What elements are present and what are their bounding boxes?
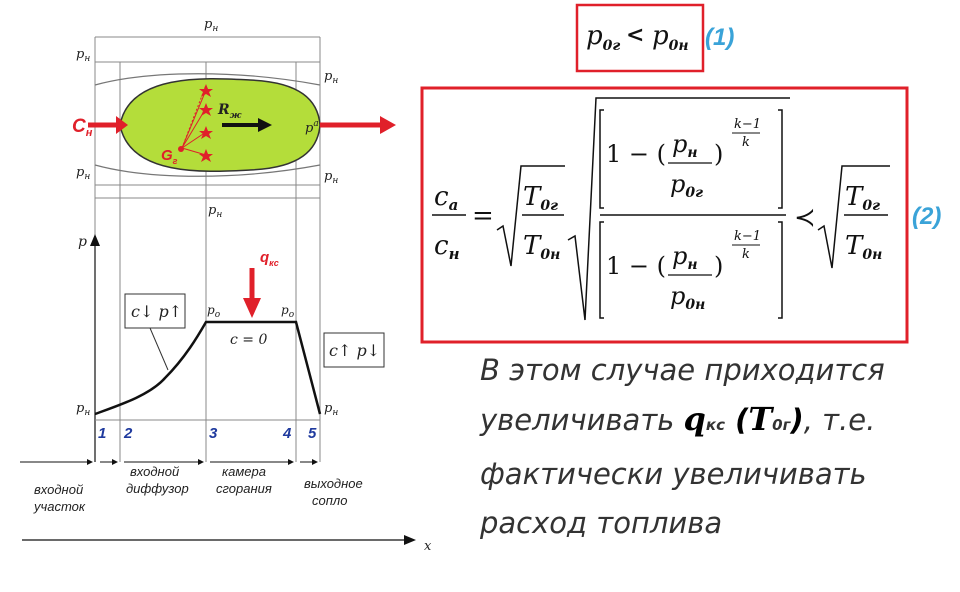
engine-schematic: pн pн pн pн pн pн Cн Rж Gг pa	[72, 17, 396, 462]
svg-text:1 − (: 1 − (	[606, 252, 666, 280]
ref-1: (1)	[705, 24, 734, 51]
section-5: 5	[308, 425, 317, 442]
section-2: 2	[123, 425, 133, 442]
caption: В этом случае приходится увеличивать qкс…	[480, 346, 950, 548]
p-axis-label: p	[78, 234, 87, 250]
svg-text:): )	[714, 252, 723, 280]
svg-text:pн: pн	[76, 165, 90, 182]
svg-text:≺: ≺	[794, 203, 816, 233]
svg-text:k: k	[742, 135, 750, 150]
name-chamber-1: камера	[222, 464, 266, 479]
label-g: Gг	[161, 147, 178, 166]
svg-text:p0г: p0г	[670, 170, 703, 201]
svg-text:T0г: T0г	[845, 182, 880, 214]
section-4: 4	[282, 425, 292, 442]
svg-text:k−1: k−1	[734, 117, 761, 132]
pressure-curve	[94, 320, 322, 416]
name-diffuser-2: диффузор	[126, 481, 189, 496]
svg-text:T0г: T0г	[523, 182, 558, 214]
svg-text:pн: pн	[204, 17, 218, 34]
svg-text:cн: cн	[434, 231, 460, 263]
label-box-nozzle: c↑ p↓	[329, 341, 380, 360]
engine-body	[119, 78, 321, 172]
svg-text:p0н: p0н	[670, 282, 705, 313]
caption-line-4: расход топлива	[480, 506, 723, 540]
svg-text:po: po	[281, 303, 295, 320]
svg-text:<: <	[626, 22, 644, 48]
svg-text:k: k	[742, 247, 750, 262]
label-p-top: p	[204, 17, 213, 32]
svg-text:pн: pн	[208, 203, 222, 220]
name-diffuser-1: входной	[130, 464, 179, 479]
label-q-kc: qкс	[260, 249, 279, 268]
svg-text:pн: pн	[672, 130, 698, 161]
svg-text:p0г: p0г	[586, 21, 620, 54]
svg-text:pн: pн	[324, 401, 338, 418]
caption-line-1: В этом случае приходится	[480, 353, 885, 387]
svg-text:T0н: T0н	[523, 231, 560, 263]
formula-2: ca cн = T0г T0н 1 − ( pн p0г ) k−1 k 1 −…	[420, 86, 941, 344]
svg-text:=: =	[472, 201, 494, 231]
label-c-zero: c = 0	[230, 332, 267, 348]
svg-text:T0н: T0н	[845, 231, 882, 263]
ref-2: (2)	[912, 203, 941, 230]
name-inlet-1: входной	[34, 482, 83, 497]
svg-text:): )	[714, 140, 723, 168]
name-inlet-2: участок	[33, 499, 86, 514]
svg-text:1 − (: 1 − (	[606, 140, 666, 168]
svg-text:pн: pн	[672, 242, 698, 273]
name-nozzle-1: выходное	[304, 476, 363, 491]
caption-line-3: фактически увеличивать	[480, 457, 867, 491]
svg-text:pн: pн	[76, 47, 90, 64]
label-r: Rж	[217, 102, 242, 121]
formula-1: p0г < p0н (1)	[575, 3, 734, 73]
name-nozzle-2: сопло	[312, 493, 347, 508]
name-chamber-2: сгорания	[216, 481, 272, 496]
label-pa: pa	[305, 119, 319, 136]
label-c-inlet: Cн	[72, 116, 93, 139]
label-box-diffuser: c↓ p↑	[131, 302, 182, 321]
svg-text:ca: ca	[434, 182, 458, 214]
svg-text:po: po	[207, 303, 221, 320]
section-3: 3	[209, 425, 218, 442]
pressure-graph: p qкс po po c = 0 pн pн c↓ p↑ c↑ p↓ 1 2 …	[20, 234, 432, 554]
svg-text:pн: pн	[76, 401, 90, 418]
svg-text:pн: pн	[324, 169, 338, 186]
svg-text:p0н: p0н	[652, 21, 689, 54]
svg-text:k−1: k−1	[734, 229, 761, 244]
svg-text:pн: pн	[324, 69, 338, 86]
section-1: 1	[98, 425, 106, 442]
caption-line-2: увеличивать qкс (T0г), т.е.	[480, 400, 876, 438]
x-axis-label: x	[424, 539, 432, 554]
